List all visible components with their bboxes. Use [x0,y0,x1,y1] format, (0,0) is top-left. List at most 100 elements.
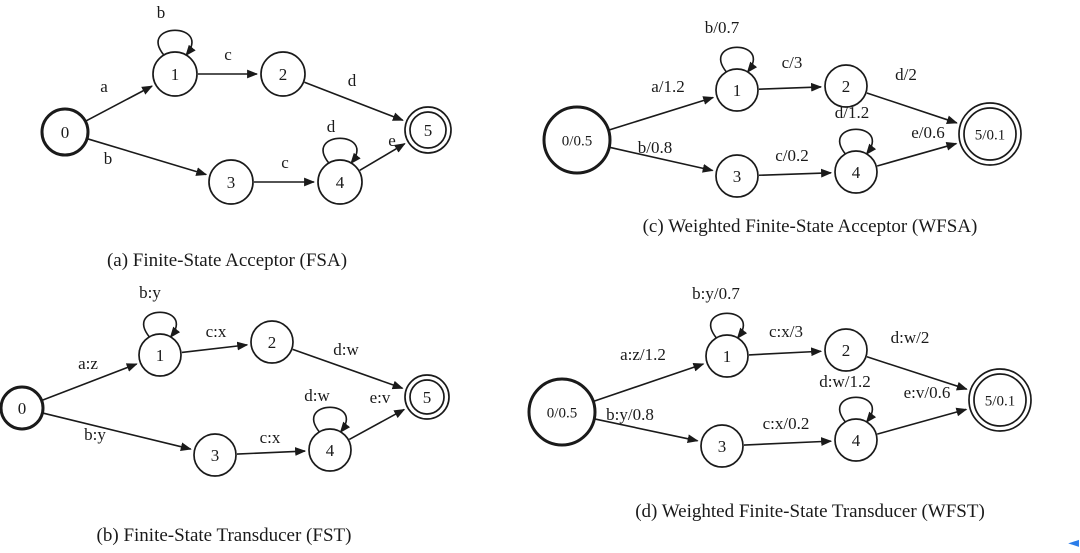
edge-label: d/1.2 [835,103,869,122]
transition-edge [43,412,192,452]
state-3: 3 [715,154,759,198]
self-loop-edge [142,311,181,339]
state-label: 1 [171,65,180,84]
edge-label: d [348,71,357,90]
edge-label: b:y/0.7 [692,284,740,303]
state-label: 3 [211,446,220,465]
state-label: 1 [733,81,742,100]
state-5: 5 [404,106,452,154]
state-label: 0 [18,399,27,418]
edge-label: e:v/0.6 [904,383,951,402]
edge-label: b:y/0.8 [606,405,654,424]
edge-label: a [100,77,108,96]
state-3: 3 [208,159,254,205]
state-2: 2 [824,328,868,372]
state-5: 5 [404,374,450,420]
state-label: 2 [268,333,277,352]
state-label: 0/0.5 [547,405,577,421]
edge-label: b [104,149,113,168]
state-0/0.5: 0/0.5 [542,105,612,175]
self-loop-edge [312,406,351,434]
state-label: 2 [842,77,851,96]
caption-wfst: (d) Weighted Finite-State Transducer (WF… [635,501,985,522]
transition-edge [348,408,406,441]
figure-wfst: b:y/0.7 a:z/1.2 c:x/3 d:w/2 b:y/0.8 c:x/0.2 d:… [500,275,1080,553]
caption-fst: (b) Finite-State Transducer (FST) [96,525,352,546]
state-4: 4 [317,159,363,205]
transition-edge [595,418,699,444]
transition-edge [876,142,958,167]
transition-edge [85,85,153,122]
edge-label: d:w [304,386,330,405]
edge-label: e:v [370,388,391,407]
transition-edge [876,407,968,435]
wfst-state-diagram: b:y/0.7 a:z/1.2 c:x/3 d:w/2 b:y/0.8 c:x/0.2 d:… [527,284,1032,468]
nav-arrow-icon[interactable]: ◄ [1068,535,1079,551]
transition-edge [758,82,823,92]
state-label: 3 [227,173,236,192]
state-label: 3 [718,437,727,456]
edge-label: d/2 [895,65,917,84]
edge-label: b:y [139,285,161,302]
state-label: 1 [723,347,732,366]
caption-wfsa: (c) Weighted Finite-State Acceptor (WFSA… [642,216,978,237]
self-loop-edge [838,396,877,424]
state-2: 2 [250,320,294,364]
edge-label: b:y [84,425,106,444]
edge-label: c:x [260,428,281,447]
self-loop-edge [838,128,877,156]
state-5/0.1: 5/0.1 [958,102,1022,166]
edge-label: d:w/2 [891,328,930,347]
edge-label: a/1.2 [651,77,685,96]
edge-label: b/0.7 [705,18,740,37]
transition-edge [866,356,968,391]
self-loop-edge [157,29,196,57]
state-0: 0 [0,385,45,431]
state-1: 1 [715,68,759,112]
state-label: 1 [156,346,165,365]
state-4: 4 [834,418,878,462]
state-2: 2 [260,51,306,97]
transition-edge [748,347,823,357]
state-0/0.5: 0/0.5 [527,377,597,447]
transition-edge [236,447,307,456]
transition-edge [758,168,833,178]
edge-label: e/0.6 [911,123,945,142]
transition-edge [87,138,208,176]
caption-fsa: (a) Finite-State Acceptor (FSA) [106,250,348,271]
edge-label: c:x/0.2 [763,414,810,433]
transition-edge [609,96,715,131]
state-label: 5 [424,121,433,140]
edge-label: c:x [206,322,227,341]
edge-label: d:w/1.2 [819,372,870,391]
state-3: 3 [700,424,744,468]
transition-edge [181,341,249,354]
transition-edge [609,146,714,173]
transition-edge [42,363,138,401]
edge-label: c/3 [782,53,803,72]
state-label: 4 [852,163,861,182]
transition-edge [866,92,958,124]
state-label: 2 [279,65,288,84]
edge-label: c:x/3 [769,322,803,341]
transition-edge [743,437,833,446]
state-4: 4 [834,150,878,194]
state-label: 4 [336,173,345,192]
state-label: 0/0.5 [562,133,592,149]
transition-edge [304,81,404,122]
state-label: 3 [733,167,742,186]
state-2: 2 [824,64,868,108]
edge-label: b [157,3,166,22]
edge-label: c [224,45,232,64]
state-4: 4 [308,428,352,472]
edge-label: c/0.2 [775,146,809,165]
edge-label: a:z/1.2 [620,345,666,364]
transition-edge [359,143,406,171]
